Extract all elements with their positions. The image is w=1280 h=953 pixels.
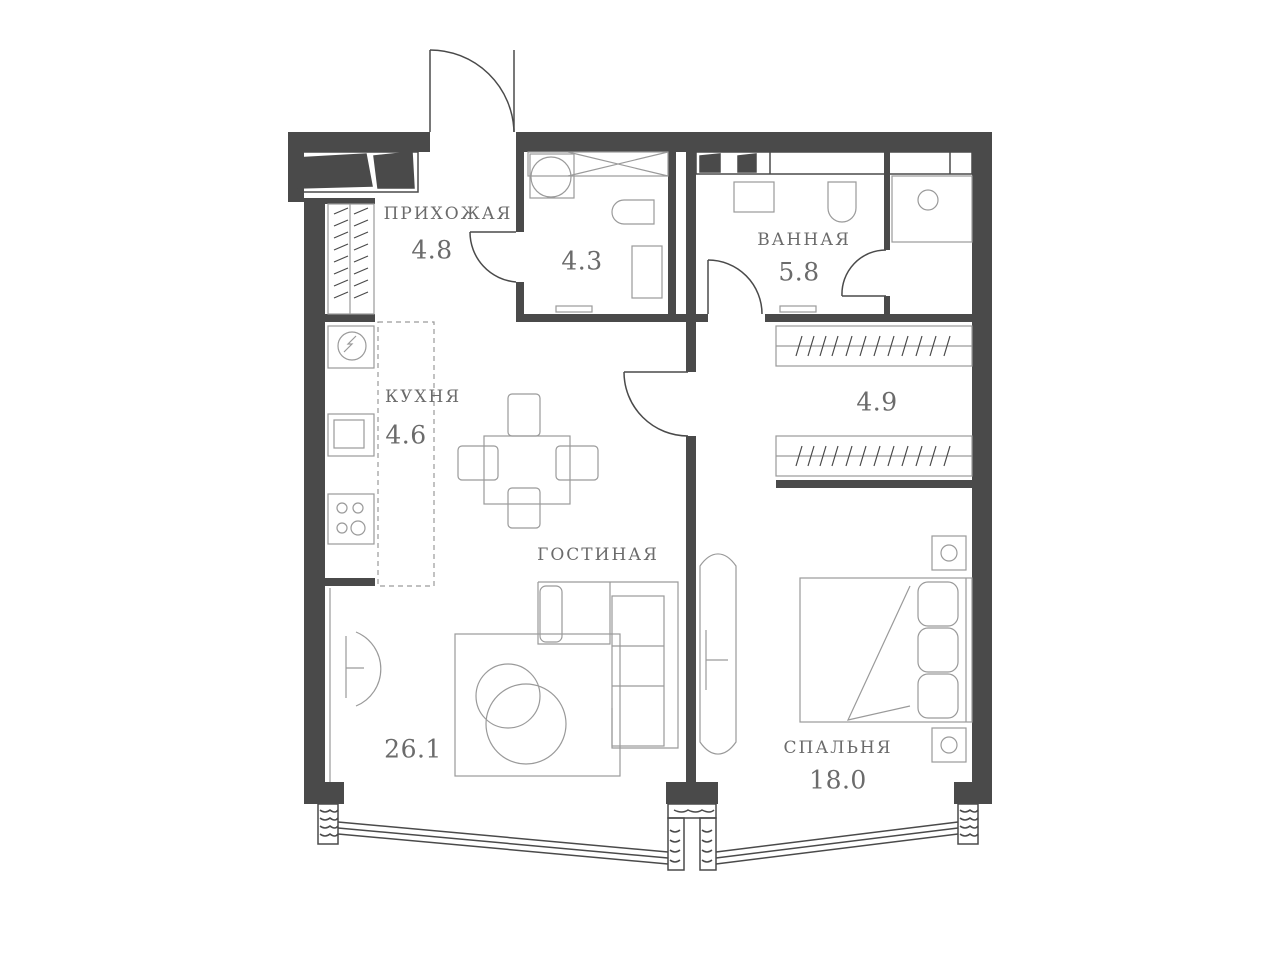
room-name-living: ГОСТИНАЯ <box>537 545 659 565</box>
room-name-bedroom: СПАЛЬНЯ <box>783 738 893 758</box>
windows <box>337 821 959 865</box>
top-left-window <box>289 151 419 193</box>
room-area-bedroom: 18.0 <box>809 765 867 795</box>
room-area-living: 26.1 <box>384 734 442 764</box>
room-area-hallway: 4.8 <box>411 235 453 265</box>
room-area-kitchen: 4.6 <box>385 420 427 450</box>
room-area-wc: 4.3 <box>561 246 603 276</box>
doors <box>429 49 887 437</box>
room-name-hallway: ПРИХОЖАЯ <box>383 204 513 224</box>
top-right-window <box>695 151 973 175</box>
walls <box>288 132 992 804</box>
room-area-wardrobe: 4.9 <box>856 387 898 417</box>
wall-insulation <box>317 803 979 871</box>
room-name-bathroom: ВАННАЯ <box>757 230 851 250</box>
room-name-kitchen: КУХНЯ <box>384 387 462 407</box>
fixtures <box>327 151 973 782</box>
room-area-bathroom: 5.8 <box>778 257 820 287</box>
